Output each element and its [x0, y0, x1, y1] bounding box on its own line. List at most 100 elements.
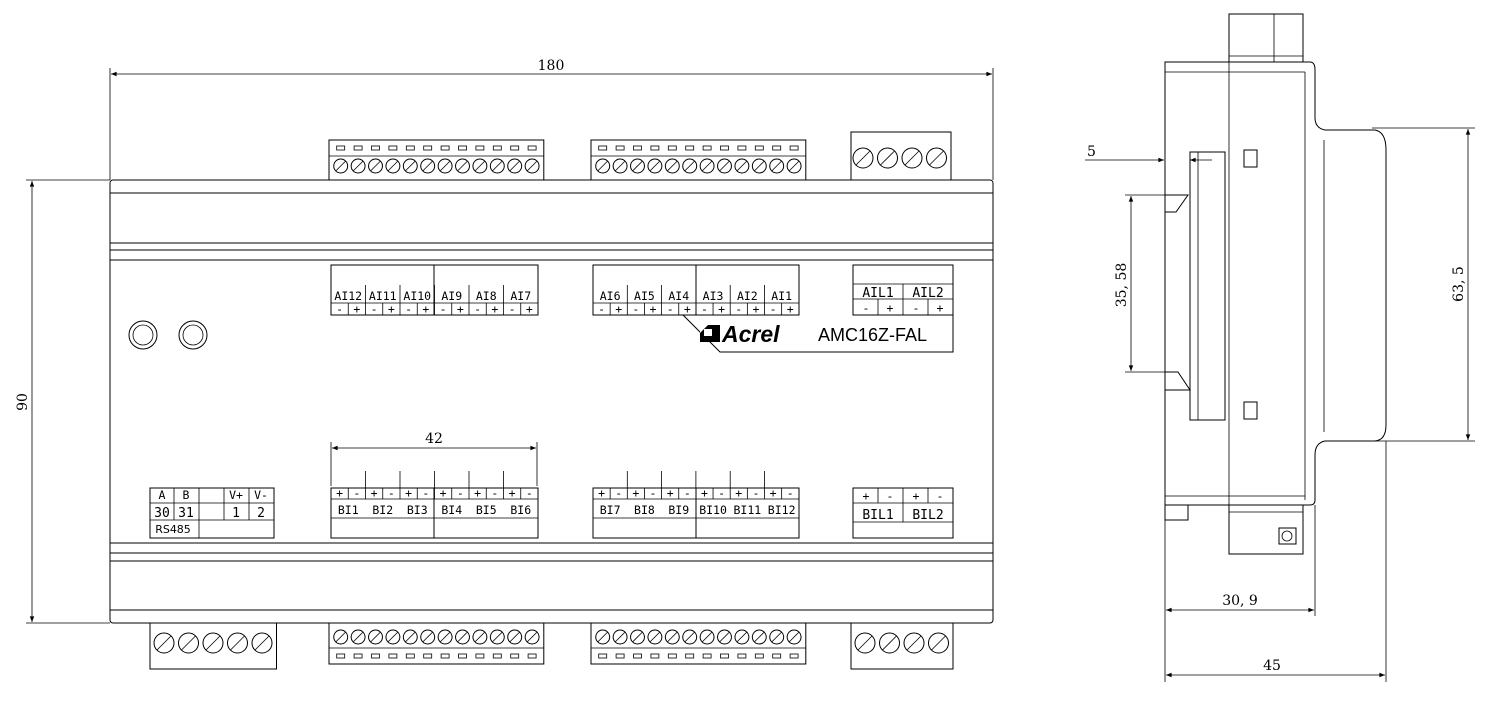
polarity-mark: + — [474, 486, 481, 500]
screw-icon — [385, 629, 401, 645]
screw-icon — [202, 632, 224, 654]
comm-header-vminus: V- — [254, 488, 268, 502]
screw-icon — [333, 158, 349, 174]
dim-depth-label: 30, 9 — [1222, 593, 1258, 609]
screw-icon — [350, 629, 366, 645]
screw-icon — [630, 158, 645, 174]
polarity-mark: + — [770, 486, 777, 500]
comm-header-b: B — [183, 488, 190, 502]
polarity-mark: + — [509, 486, 516, 500]
screw-icon — [507, 629, 523, 645]
polarity-mark: + — [526, 302, 533, 316]
screw-icon — [612, 158, 628, 174]
ai_group_right-ai3: AI3 — [703, 289, 724, 303]
screw-icon — [489, 629, 505, 645]
terminal-block-large — [850, 622, 954, 670]
polarity-mark: - — [457, 486, 464, 500]
screw-icon — [368, 629, 383, 645]
screw-icon — [251, 632, 273, 654]
screw-icon — [928, 632, 949, 654]
bil-bil1: BIL1 — [862, 508, 893, 523]
bi_group_left-bi1: BI1 — [338, 503, 359, 517]
bil-bil2: BIL2 — [912, 508, 943, 523]
bi-labels-right: BI7+-BI8+-BI9+-BI10+-BI11+-BI12+- — [598, 471, 796, 517]
brand-name: Acrel — [721, 321, 780, 347]
screw-icon — [455, 629, 470, 645]
dim-offset: 5 — [1085, 144, 1212, 163]
ail-ail2: AIL2 — [912, 286, 943, 301]
polarity-mark: + — [863, 489, 870, 503]
screw-icon — [926, 147, 947, 169]
polarity-mark: + — [752, 302, 759, 316]
screw-icon — [420, 158, 436, 174]
polarity-mark: - — [887, 489, 894, 503]
bi_group_left-bi5: BI5 — [476, 503, 497, 517]
dim-height-label: 90 — [15, 393, 31, 411]
screw-icon — [769, 629, 785, 645]
brand-panel: Acrel AMC16Z-FAL — [682, 314, 954, 353]
screw-icon — [852, 147, 874, 169]
screw-icon — [612, 629, 628, 645]
screw-icon — [178, 632, 199, 654]
dim-rail: 35, 58 — [1114, 194, 1165, 373]
screw-icon — [769, 158, 785, 174]
screw-icon — [524, 158, 540, 174]
model-name: AMC16Z-FAL — [818, 325, 927, 345]
bi-label-box-left: BI1+-BI2+-BI3+-BI4+-BI5+-BI6+- — [330, 471, 539, 539]
polarity-mark: - — [491, 486, 498, 500]
polarity-mark: + — [371, 486, 378, 500]
polarity-mark: + — [336, 486, 343, 500]
terminal-block-ail — [850, 131, 952, 181]
polarity-mark: - — [650, 486, 657, 500]
bi_group_right-bi8: BI8 — [634, 503, 655, 517]
bi_group_right-bi10: BI10 — [699, 503, 727, 517]
ai_group_right-ai1: AI1 — [771, 289, 792, 303]
screw-icon — [854, 632, 876, 654]
screw-icon — [437, 158, 453, 174]
polarity-mark: - — [863, 301, 870, 315]
bi_group_left-bi3: BI3 — [407, 503, 428, 517]
dim-width: 180 — [109, 58, 994, 180]
ail-labels: AIL1-+AIL2-+ — [862, 286, 944, 315]
polarity-mark: - — [770, 302, 777, 316]
polarity-mark: - — [422, 486, 429, 500]
comm-header-a: A — [159, 488, 166, 502]
polarity-mark: + — [667, 486, 674, 500]
terminal-block-large — [149, 622, 277, 670]
polarity-mark: - — [752, 486, 759, 500]
polarity-mark: + — [887, 301, 894, 315]
screw-icon — [350, 158, 366, 174]
ai_group_right-ai6: AI6 — [600, 289, 621, 303]
screw-icon — [227, 632, 248, 654]
polarity-mark: - — [526, 486, 533, 500]
polarity-mark: + — [457, 302, 464, 316]
screw-icon — [385, 158, 401, 174]
screw-icon — [524, 629, 540, 645]
ail-label-box: AIL1-+AIL2-+ — [852, 264, 954, 316]
indicator-left-icon — [128, 320, 158, 350]
polarity-mark: + — [491, 302, 498, 316]
polarity-mark: - — [701, 302, 708, 316]
screw-icon — [153, 632, 175, 654]
polarity-mark: - — [474, 302, 481, 316]
polarity-mark: - — [353, 486, 360, 500]
screw-icon — [507, 158, 523, 174]
screw-icon — [717, 158, 732, 174]
screw-icon — [786, 629, 802, 645]
polarity-mark: + — [598, 486, 605, 500]
ai_group_left-ai9: AI9 — [441, 289, 462, 303]
dim-rail-label: 35, 58 — [1114, 263, 1130, 308]
polarity-mark: - — [598, 302, 605, 316]
screw-icon — [734, 158, 750, 174]
screw-icon — [717, 629, 732, 645]
comm-header-vplus: V+ — [229, 488, 243, 502]
screw-icon — [786, 158, 802, 174]
polarity-mark: - — [388, 486, 395, 500]
ai_group_left-ai11: AI11 — [369, 289, 397, 303]
indicator-right-icon — [178, 320, 208, 350]
polarity-mark: - — [440, 302, 447, 316]
screw-icon — [368, 158, 383, 174]
bi_group_left-bi6: BI6 — [510, 503, 531, 517]
terminal-block — [328, 139, 545, 181]
